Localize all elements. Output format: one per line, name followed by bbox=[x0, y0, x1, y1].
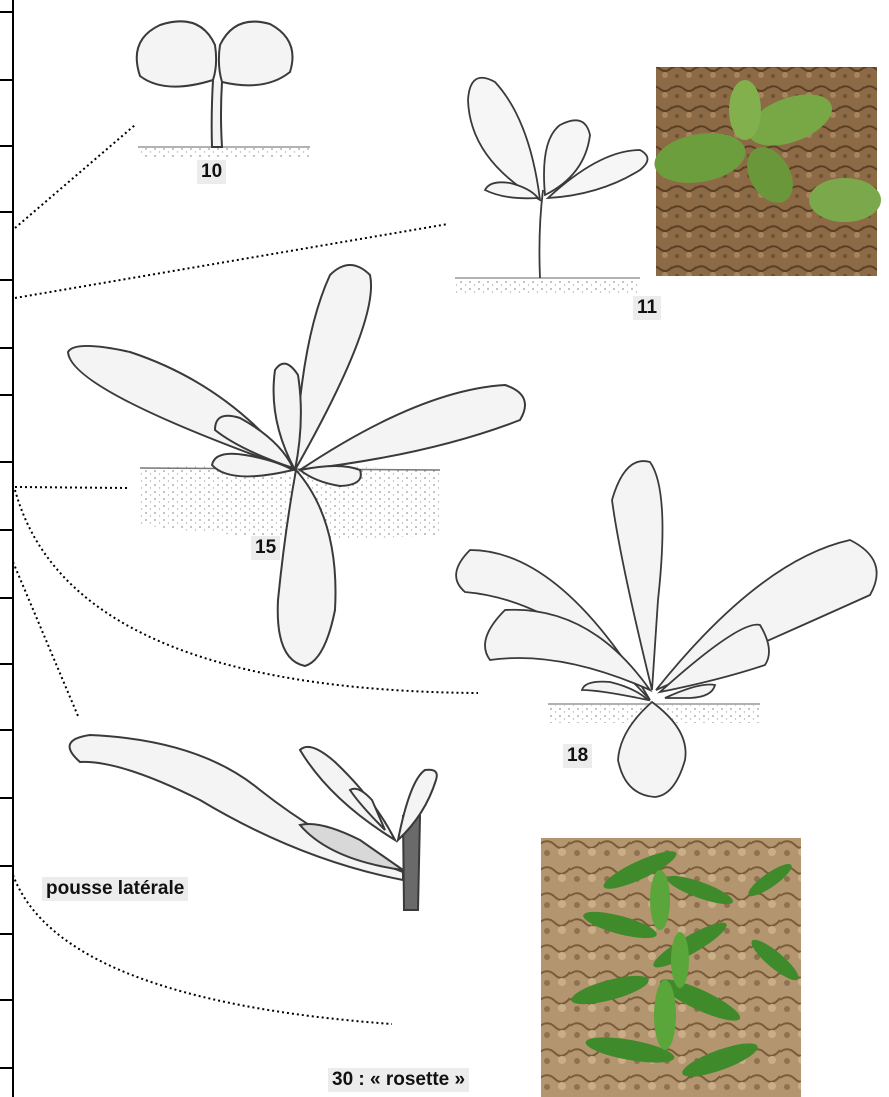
leader-lateral bbox=[13, 562, 78, 716]
leader-11 bbox=[15, 224, 448, 298]
stage-30-photo bbox=[541, 838, 803, 1097]
stage-label-10: 10 bbox=[197, 160, 226, 184]
stage-11-seedling-sketch bbox=[455, 78, 648, 293]
scale-bar bbox=[0, 0, 13, 1097]
stage-15-plant-sketch bbox=[68, 265, 525, 666]
stage-label-30: 30 : « rosette » bbox=[328, 1068, 469, 1092]
stage-10-seedling-sketch bbox=[137, 21, 310, 158]
lateral-shoot-label: pousse latérale bbox=[42, 877, 188, 901]
leader-10 bbox=[15, 125, 135, 228]
leader-15 bbox=[15, 487, 128, 488]
stage-label-11: 11 bbox=[633, 296, 661, 320]
stage-11-photo bbox=[651, 67, 881, 276]
stage-18-plant-sketch bbox=[456, 461, 877, 797]
stage-label-18: 18 bbox=[563, 744, 592, 768]
stage-label-15: 15 bbox=[251, 536, 280, 560]
